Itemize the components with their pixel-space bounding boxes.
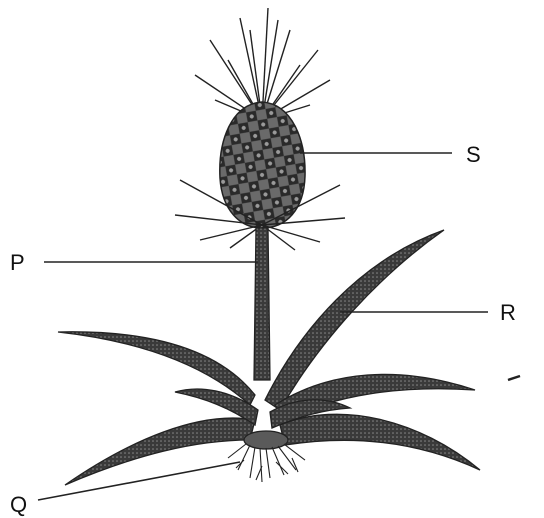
label-q: Q (10, 492, 27, 517)
label-s: S (466, 142, 481, 167)
label-p: P (10, 250, 25, 275)
label-r: R (500, 300, 516, 325)
fruit-stalk (254, 228, 270, 380)
ink-mark (508, 376, 520, 380)
leader-line-q (38, 462, 240, 500)
